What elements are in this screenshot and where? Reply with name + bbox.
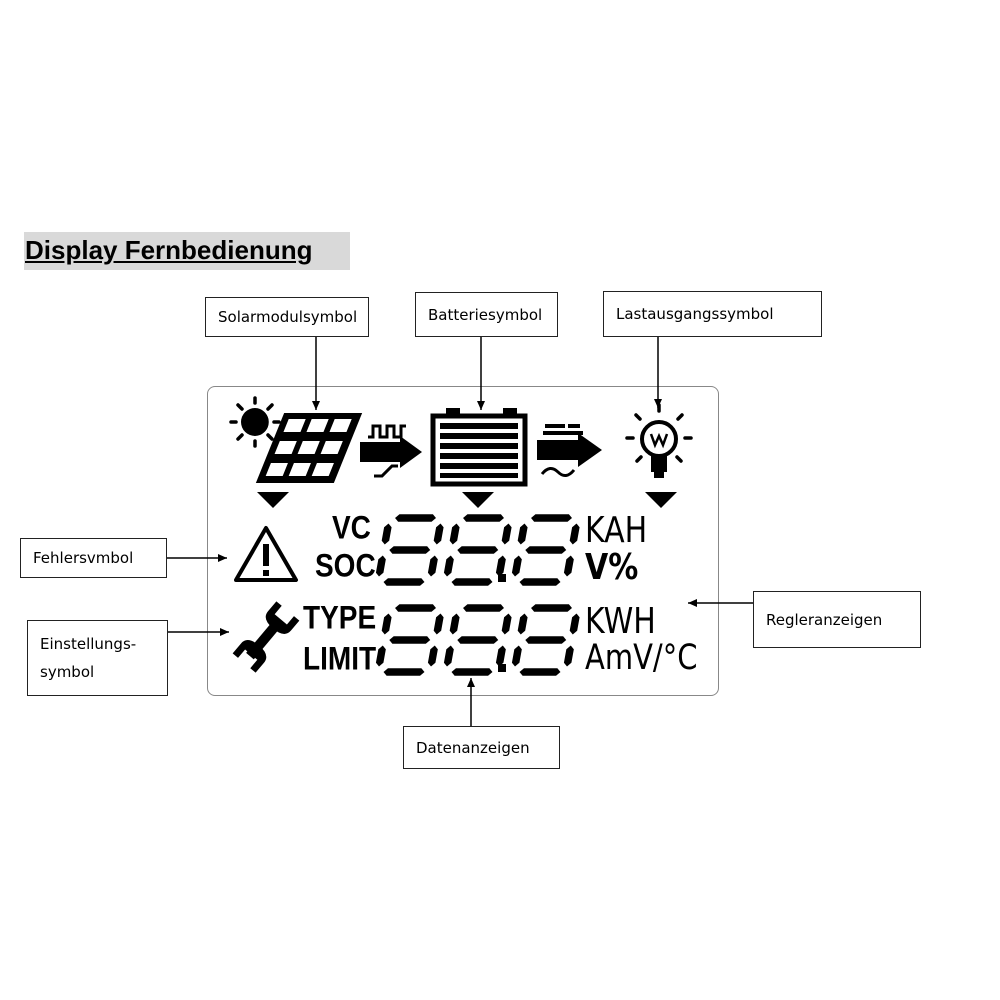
callout-solar-label: Solarmodulsymbol <box>218 308 358 326</box>
pwm-arrow-icon <box>360 424 422 478</box>
label-soc: SOC <box>315 547 376 584</box>
label-limit: LIMIT <box>303 640 377 677</box>
callout-battery-label: Batteriesymbol <box>428 305 543 324</box>
unit-v-percent: V% <box>585 546 639 589</box>
row2-decimal-point <box>498 664 506 672</box>
row2-digit-2 <box>510 602 582 678</box>
row2-digit-0 <box>374 602 446 678</box>
solar-indicator-triangle <box>257 492 289 508</box>
callout-solar: Solarmodulsymbol <box>205 297 369 337</box>
callout-load: Lastausgangssymbol <box>603 291 822 337</box>
callout-load-label: Lastausgangssymbol <box>616 305 774 323</box>
callout-battery: Batteriesymbol <box>415 292 558 337</box>
row1-decimal-point <box>498 574 506 582</box>
callout-error-label: Fehlersvmbol <box>33 549 134 567</box>
unit-kwh: KWH <box>585 600 656 643</box>
wrench-icon <box>232 601 300 673</box>
row1-digit-0 <box>374 512 446 588</box>
callout-data-label: Datenanzeigen <box>416 738 530 757</box>
callout-controller: Regleranzeigen <box>753 591 921 648</box>
indicator-triangles <box>257 492 677 508</box>
page-title-box: Display Fernbedienung <box>24 232 350 270</box>
unit-kah: KAH <box>585 509 648 552</box>
unit-amv-celsius: AmV/°C <box>585 636 698 678</box>
sun-icon <box>229 396 281 448</box>
callout-settings: Einstellungs- symbol <box>27 620 168 696</box>
seven-segment-digits <box>374 512 582 678</box>
load-indicator-triangle <box>645 492 677 508</box>
callout-arrows <box>167 337 753 726</box>
callout-settings-label: Einstellungs- symbol <box>40 634 137 682</box>
row1-digit-2 <box>510 512 582 588</box>
battery-indicator-triangle <box>462 492 494 508</box>
label-vc: VC <box>332 509 371 546</box>
label-type: TYPE <box>303 599 377 636</box>
row1-digit-1 <box>442 512 514 588</box>
callout-controller-label: Regleranzeigen <box>766 610 883 629</box>
battery-icon <box>430 408 528 487</box>
warning-icon <box>234 526 298 582</box>
page-title: Display Fernbedienung <box>25 235 313 265</box>
callout-data: Datenanzeigen <box>403 726 560 769</box>
load-arrow-icon <box>537 424 602 477</box>
row2-digit-1 <box>442 602 514 678</box>
light-bulb-icon <box>625 403 693 478</box>
solar-panel-icon <box>255 413 363 483</box>
lcd-display-frame <box>207 386 719 696</box>
callout-error: Fehlersvmbol <box>20 538 167 578</box>
